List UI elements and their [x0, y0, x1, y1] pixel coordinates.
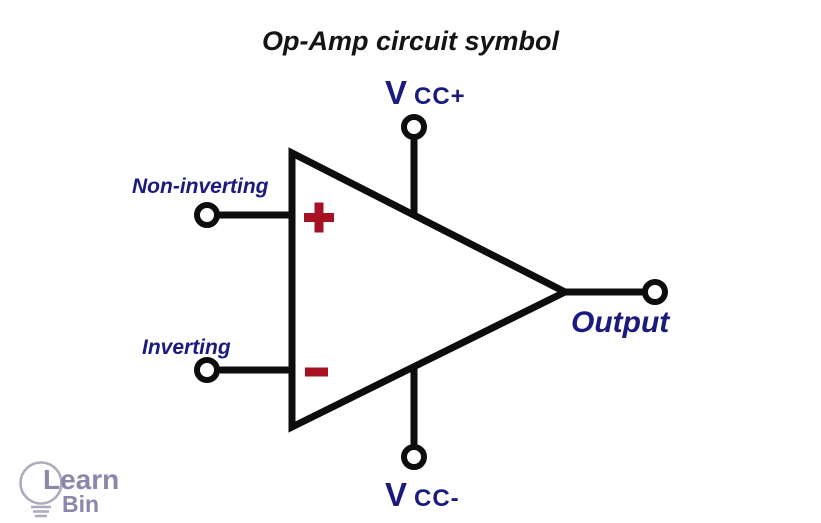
vcc-plus-v: V [385, 74, 408, 111]
output-label: Output [571, 306, 670, 339]
learnbin-logo: Learn Bin [18, 455, 130, 521]
terminal-circle-output [642, 279, 668, 305]
inverting-label: Inverting [142, 336, 231, 359]
logo-text-learn: Learn [43, 464, 120, 495]
terminal-circle-non-inverting [194, 202, 220, 228]
non-inverting-label: Non-inverting [132, 175, 269, 198]
terminal-circle-inverting [194, 357, 220, 383]
lightbulb-icon [19, 461, 63, 518]
vcc-plus-sub: CC+ [414, 83, 466, 110]
plus-icon [304, 202, 334, 233]
logo-text-bin: Bin [62, 491, 100, 517]
minus-icon [305, 367, 328, 377]
opamp-triangle [288, 147, 573, 433]
vcc-minus-v: V [385, 476, 408, 513]
terminal-circle-vcc-plus [401, 114, 427, 140]
diagram-title: Op-Amp circuit symbol [261, 26, 560, 56]
terminal-circle-vcc-minus [401, 444, 427, 470]
vcc-plus-label: V CC+ [385, 76, 466, 109]
vcc-minus-sub: CC- [414, 485, 460, 512]
vcc-minus-label: V CC- [385, 478, 460, 511]
